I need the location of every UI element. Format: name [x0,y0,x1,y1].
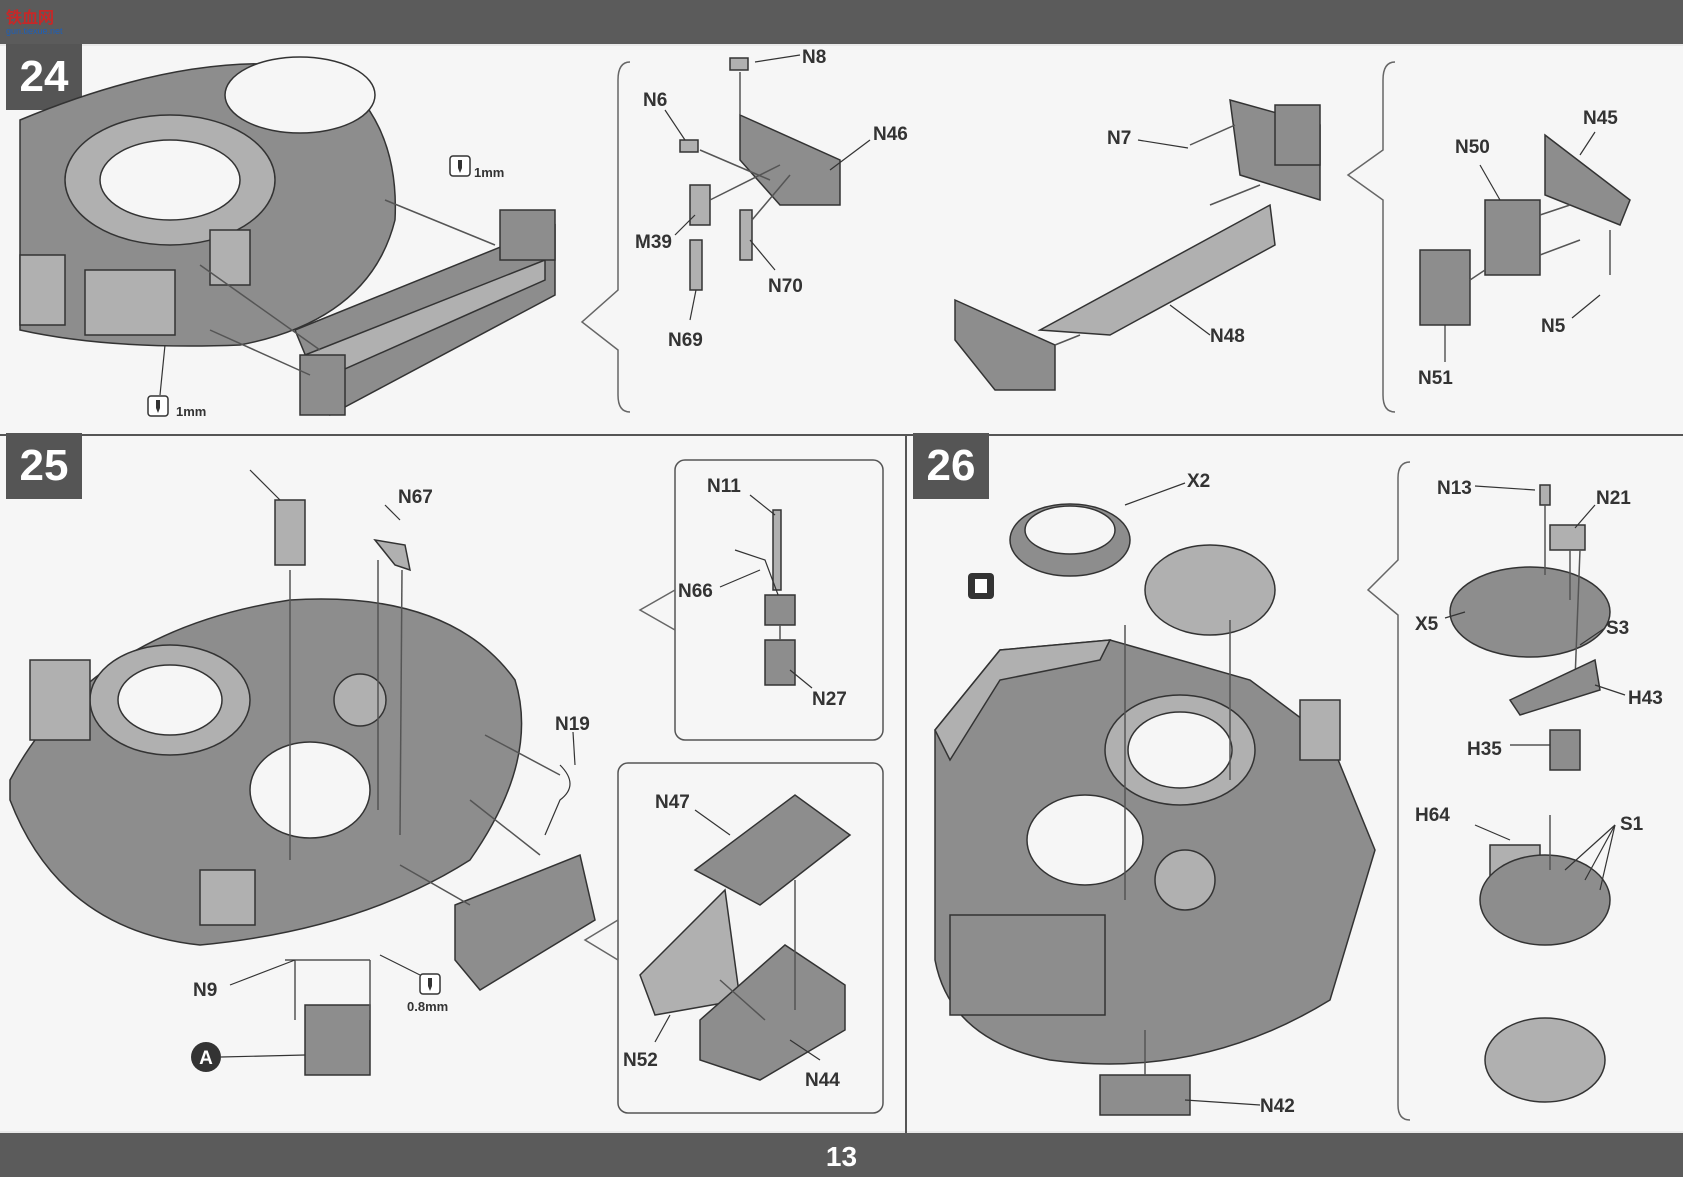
label-N45: N45 [1583,108,1618,129]
drill-label: 1mm [474,165,504,180]
logo-domain: gun.tiexue.net [6,26,63,36]
label-N11: N11 [707,476,741,497]
label-H64: H64 [1415,805,1450,826]
label-N48: N48 [1210,326,1245,347]
part-N42 [1099,1030,1191,1116]
drill-icon [449,155,471,177]
bracket [583,919,619,961]
step-25-turret [9,469,523,946]
label-N70: N70 [768,276,803,297]
bracket [638,589,676,631]
part-N45 [1419,133,1631,326]
page-number: 13 [825,1141,858,1172]
part-N11-antenna [734,509,796,686]
inset-box [617,762,884,1114]
label-X5: X5 [1415,614,1439,635]
logo-name: 铁血网 [6,10,55,27]
label-H43: H43 [1628,688,1663,709]
bottom-bar [0,1133,1683,1177]
top-bar [0,0,1683,44]
step-24-basket [294,209,556,417]
label-N5: N5 [1541,316,1566,337]
part-N47-N52-N44 [639,794,852,1081]
label-N50: N50 [1455,137,1490,158]
step-number-26: 26 [913,433,989,499]
label-N19: N19 [555,714,590,735]
label-N9: N9 [193,980,217,1001]
part-X2-ring [1009,503,1276,900]
label-N52: N52 [623,1050,658,1071]
paint-icon [968,573,994,599]
part-N46 [679,57,841,291]
label-N6: N6 [643,90,667,111]
bracket [1366,461,1411,1121]
label-N13: N13 [1437,478,1472,499]
label-N27: N27 [812,689,847,710]
label-S3: S3 [1606,618,1629,639]
drill-icon [147,395,169,417]
label-X2: X2 [1187,471,1210,492]
label-N67: N67 [398,487,433,508]
callout-A: A [199,1048,213,1069]
label-N7: N7 [1107,128,1131,149]
label-N66: N66 [678,581,713,602]
label-N69: N69 [668,330,703,351]
drill-label: 1mm [176,404,206,419]
step-number-25: 25 [6,433,82,499]
part-N67 [373,538,411,836]
label-N8: N8 [802,47,826,68]
part-N19-stowage [399,734,596,991]
inset-box [674,459,884,741]
label-H35: H35 [1467,739,1502,760]
label-S1: S1 [1620,814,1644,835]
label-N51: N51 [1418,368,1453,389]
label-N44: N44 [805,1070,840,1091]
bracket [580,61,631,413]
step-number-24: 24 [6,44,82,110]
part-X5-hatch [1449,484,1611,1103]
callout-marker [191,1042,221,1072]
drill-icon [419,973,441,995]
label-M39: M39 [635,232,672,253]
step-24-arrows [199,199,496,376]
label-N21: N21 [1596,488,1631,509]
part-N9-jerrycan [285,570,371,1076]
drill-label: 0.8mm [407,999,448,1014]
label-N46: N46 [873,124,908,145]
label-N42: N42 [1260,1096,1295,1117]
site-logo: 铁血网 gun.tiexue.net [6,4,63,36]
bracket [1346,61,1396,413]
part-N48 [954,98,1321,391]
label-N47: N47 [655,792,690,813]
step-26-turret [934,639,1376,1065]
step-24-turret [19,56,397,347]
